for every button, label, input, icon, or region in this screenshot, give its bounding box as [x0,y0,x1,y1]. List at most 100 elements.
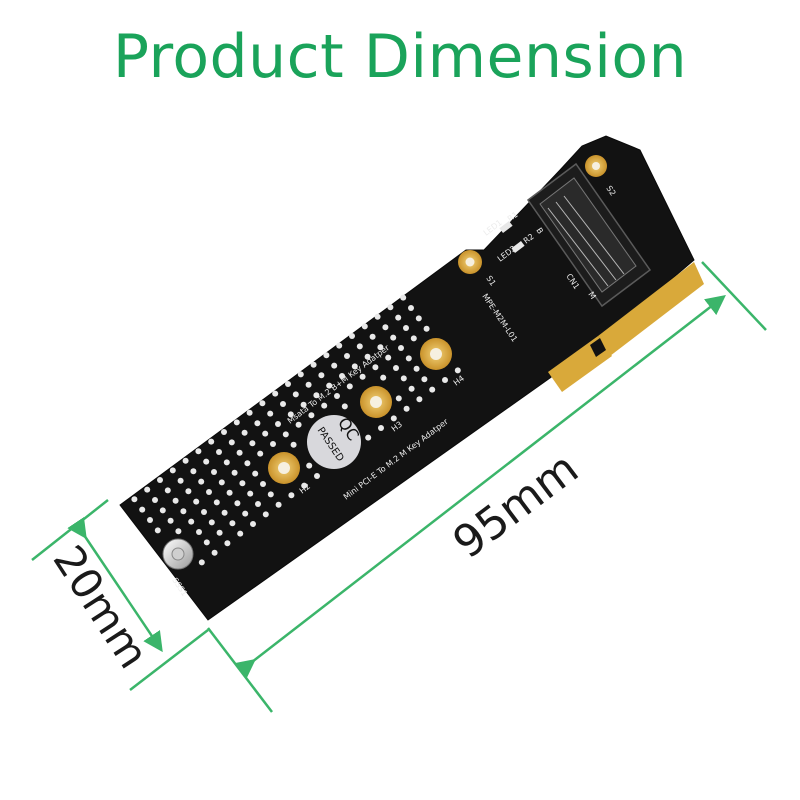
via-hole [361,323,368,330]
via-hole [408,385,415,392]
via-hole [423,325,430,332]
via-hole [318,372,325,379]
via-hole [410,335,417,342]
via-hole [310,361,317,368]
via-hole [400,294,407,301]
via-hole [290,441,297,448]
via-hole [177,477,184,484]
via-hole [403,325,409,331]
via-hole [275,501,282,508]
via-hole [372,364,379,371]
via-hole [385,354,392,361]
via-hole [257,450,264,457]
via-hole [413,365,420,372]
via-hole [216,449,222,455]
via-hole [164,487,171,494]
via-hole [326,382,333,389]
via-hole [398,345,404,351]
via-hole [336,342,343,349]
via-hole [308,412,315,419]
via-hole [262,511,269,518]
standoff-screw-icon [162,538,194,570]
via-hole [167,517,174,524]
gold-edge-connector [548,262,704,392]
via-hole [346,383,353,390]
via-hole [377,344,384,351]
via-hole [390,334,397,341]
via-hole [364,353,371,360]
via-hole [237,530,244,537]
via-hole [408,305,414,311]
via-hole [365,434,372,441]
via-hole-grid [131,294,461,566]
via-hole [211,469,217,475]
via-hole [323,352,330,359]
via-hole [206,489,212,495]
via-hole [208,519,215,526]
via-hole [359,373,366,380]
via-hole [203,539,210,546]
via-hole [208,438,215,445]
via-hole [282,431,289,438]
via-hole [159,507,166,514]
qc-passed-sticker: QC PASSED [307,414,363,469]
via-hole [341,403,348,410]
via-hole [395,314,402,321]
via-hole [221,509,228,516]
via-hole [351,363,358,370]
via-hole [331,362,338,369]
via-hole [239,480,246,487]
via-hole [193,498,200,505]
via-hole [241,429,248,436]
adapter-board: QC PASSED MPE-M2M-L01 Msata To M.2 B+M K… [119,135,704,621]
via-hole [246,409,253,416]
via-hole [254,420,261,427]
via-hole [216,529,223,536]
via-hole [185,488,192,495]
via-hole [454,367,461,374]
via-hole [292,391,299,398]
via-hole [250,521,256,527]
via-hole [223,459,230,466]
via-hole [395,395,402,402]
via-hole [301,482,308,489]
via-hole [415,315,422,322]
via-hole [175,528,182,535]
led-components [499,220,525,254]
via-hole [382,324,389,331]
via-hole [429,386,436,393]
dimension-lines [31,261,767,713]
via-hole [390,415,397,422]
via-hole [147,517,153,523]
via-hole [334,393,340,399]
via-hole [131,496,138,503]
via-hole [226,489,233,496]
via-hole [305,381,312,388]
via-hole [218,479,225,486]
via-hole [196,529,202,535]
via-hole [144,486,151,493]
via-hole [321,402,328,409]
via-hole [403,405,410,412]
via-hole [182,457,189,464]
via-hole [252,470,259,477]
via-hole [405,355,412,362]
via-hole [259,400,266,407]
via-hole [288,492,295,499]
via-hole [260,481,266,487]
via-hole [244,460,251,467]
silk-m: M [586,290,597,301]
via-hole [314,473,320,479]
via-hole [247,490,254,497]
via-hole [198,559,205,566]
via-hole [203,458,210,465]
via-hole [172,497,179,504]
via-hole [234,500,241,507]
via-hole [139,506,146,513]
length-dimension-label: 95mm [444,443,588,569]
via-hole [297,371,304,378]
via-hole [242,510,249,517]
via-hole [195,448,202,455]
via-hole [180,508,187,515]
